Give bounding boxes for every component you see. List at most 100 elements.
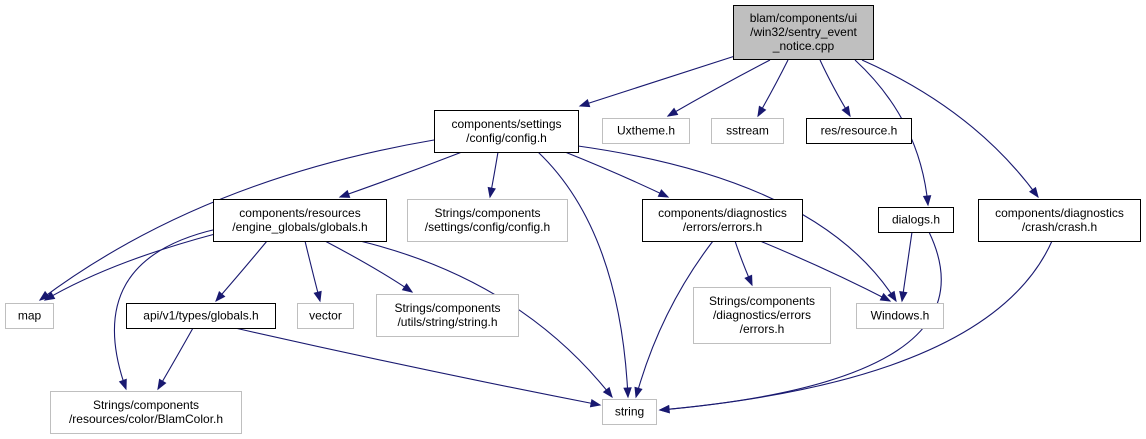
arrowhead — [841, 105, 851, 118]
node-config[interactable]: components/settings/config/config.h — [434, 110, 579, 153]
arrowhead — [657, 189, 670, 198]
node-box — [434, 110, 579, 153]
node-label-line: Strings/components — [434, 206, 540, 220]
node-strings_errors: Strings/components/diagnostics/errors/er… — [693, 287, 831, 344]
node-box — [711, 118, 784, 144]
node-strings_string: Strings/components/utils/string/string.h — [376, 294, 519, 337]
arrowhead — [118, 378, 127, 391]
node-engine_globals[interactable]: components/resources/engine_globals/glob… — [213, 199, 387, 242]
edge-config-to-errors — [564, 151, 670, 198]
edge-line — [819, 59, 851, 117]
arrowhead — [658, 404, 670, 414]
node-label-line: components/settings — [451, 117, 561, 131]
edge-line — [759, 240, 891, 302]
node-blamcolor: Strings/components/resources/color/BlamC… — [50, 391, 242, 434]
arrowhead — [602, 386, 613, 399]
node-label-line: _notice.cpp — [772, 39, 835, 53]
edge-line — [667, 59, 771, 117]
node-label-line: components/diagnostics — [995, 206, 1124, 220]
edge-root-to-resource — [819, 59, 851, 118]
node-box — [602, 118, 690, 144]
edge-line — [659, 240, 1053, 411]
node-label-line: dialogs.h — [892, 213, 940, 227]
edge-engine_globals-to-blamcolor — [113, 228, 218, 391]
node-map: map — [5, 303, 54, 329]
edge-engine_globals-to-types_globals — [215, 240, 268, 303]
node-label-line: /resources/color/BlamColor.h — [69, 412, 223, 426]
node-windows: Windows.h — [856, 303, 944, 329]
arrowhead — [757, 105, 767, 118]
node-label-line: Strings/components — [93, 398, 199, 412]
arrowhead — [879, 292, 892, 302]
node-label-line: api/v1/types/globals.h — [143, 309, 258, 323]
node-label-line: vector — [309, 309, 342, 323]
arrowhead — [887, 290, 897, 303]
edge-line — [757, 59, 789, 117]
node-label-line: /errors/errors.h — [683, 220, 762, 234]
arrowhead — [578, 99, 591, 108]
node-box — [978, 199, 1141, 242]
edge-errors-to-windows — [759, 240, 892, 302]
node-label-line: Uxtheme.h — [617, 124, 675, 138]
edge-line — [44, 233, 216, 301]
node-box — [376, 294, 519, 337]
edge-errors-to-strings_errors — [734, 240, 753, 287]
node-crash[interactable]: components/diagnostics/crash/crash.h — [978, 199, 1141, 242]
node-uxtheme: Uxtheme.h — [602, 118, 690, 144]
edge-engine_globals-to-vector — [304, 240, 322, 303]
node-label-line: /config/config.h — [466, 131, 547, 145]
edge-line — [324, 240, 413, 293]
arrowhead — [589, 399, 602, 408]
node-box — [297, 303, 354, 329]
node-label-line: /diagnostics/errors — [713, 308, 811, 322]
edge-line — [901, 231, 913, 302]
edge-types_globals-to-string — [234, 327, 602, 408]
node-root: blam/components/ui/win32/sentry_event_no… — [733, 5, 874, 60]
arrowhead — [666, 107, 679, 117]
edge-line — [564, 151, 669, 198]
node-errors[interactable]: components/diagnostics/errors/errors.h — [642, 199, 803, 242]
edge-root-to-sstream — [757, 59, 789, 118]
nodes-layer: blam/components/ui/win32/sentry_event_no… — [5, 5, 1141, 434]
edges-layer — [38, 55, 1053, 414]
edge-line — [113, 228, 218, 390]
node-label-line: sstream — [726, 124, 769, 138]
node-label-line: string — [615, 405, 644, 419]
node-sstream: sstream — [711, 118, 784, 144]
node-string: string — [602, 399, 657, 425]
edge-crash-to-string — [658, 240, 1053, 414]
edge-root-to-config — [578, 55, 736, 108]
edge-line — [215, 240, 268, 302]
node-label-line: Strings/components — [394, 301, 500, 315]
node-resource[interactable]: res/resource.h — [806, 118, 912, 144]
edge-line — [157, 327, 194, 390]
arrowhead — [634, 386, 643, 399]
arrowhead — [922, 195, 932, 207]
arrowhead — [157, 378, 167, 391]
node-box — [407, 199, 568, 242]
node-dialogs[interactable]: dialogs.h — [878, 207, 954, 233]
node-types_globals[interactable]: api/v1/types/globals.h — [126, 303, 276, 329]
arrowhead — [744, 274, 753, 287]
arrowhead — [313, 290, 322, 303]
edge-config-to-string — [537, 151, 632, 399]
node-label-line: /errors.h — [740, 322, 785, 336]
node-box — [878, 207, 954, 233]
node-label-line: /engine_globals/globals.h — [232, 220, 367, 234]
edge-engine_globals-to-map — [43, 233, 216, 301]
node-label-line: components/diagnostics — [658, 206, 787, 220]
edge-types_globals-to-blamcolor — [157, 327, 194, 391]
node-box — [213, 199, 387, 242]
edge-line — [537, 151, 629, 398]
edge-errors-to-string — [634, 240, 714, 399]
node-box — [5, 303, 54, 329]
edge-line — [234, 327, 601, 406]
edge-config-to-strings_config — [487, 151, 499, 199]
node-label-line: components/resources — [239, 206, 360, 220]
arrowhead — [623, 387, 632, 399]
edge-root-to-uxtheme — [666, 59, 771, 117]
node-box — [126, 303, 276, 329]
arrowhead — [487, 186, 496, 199]
node-label-line: Strings/components — [709, 294, 815, 308]
